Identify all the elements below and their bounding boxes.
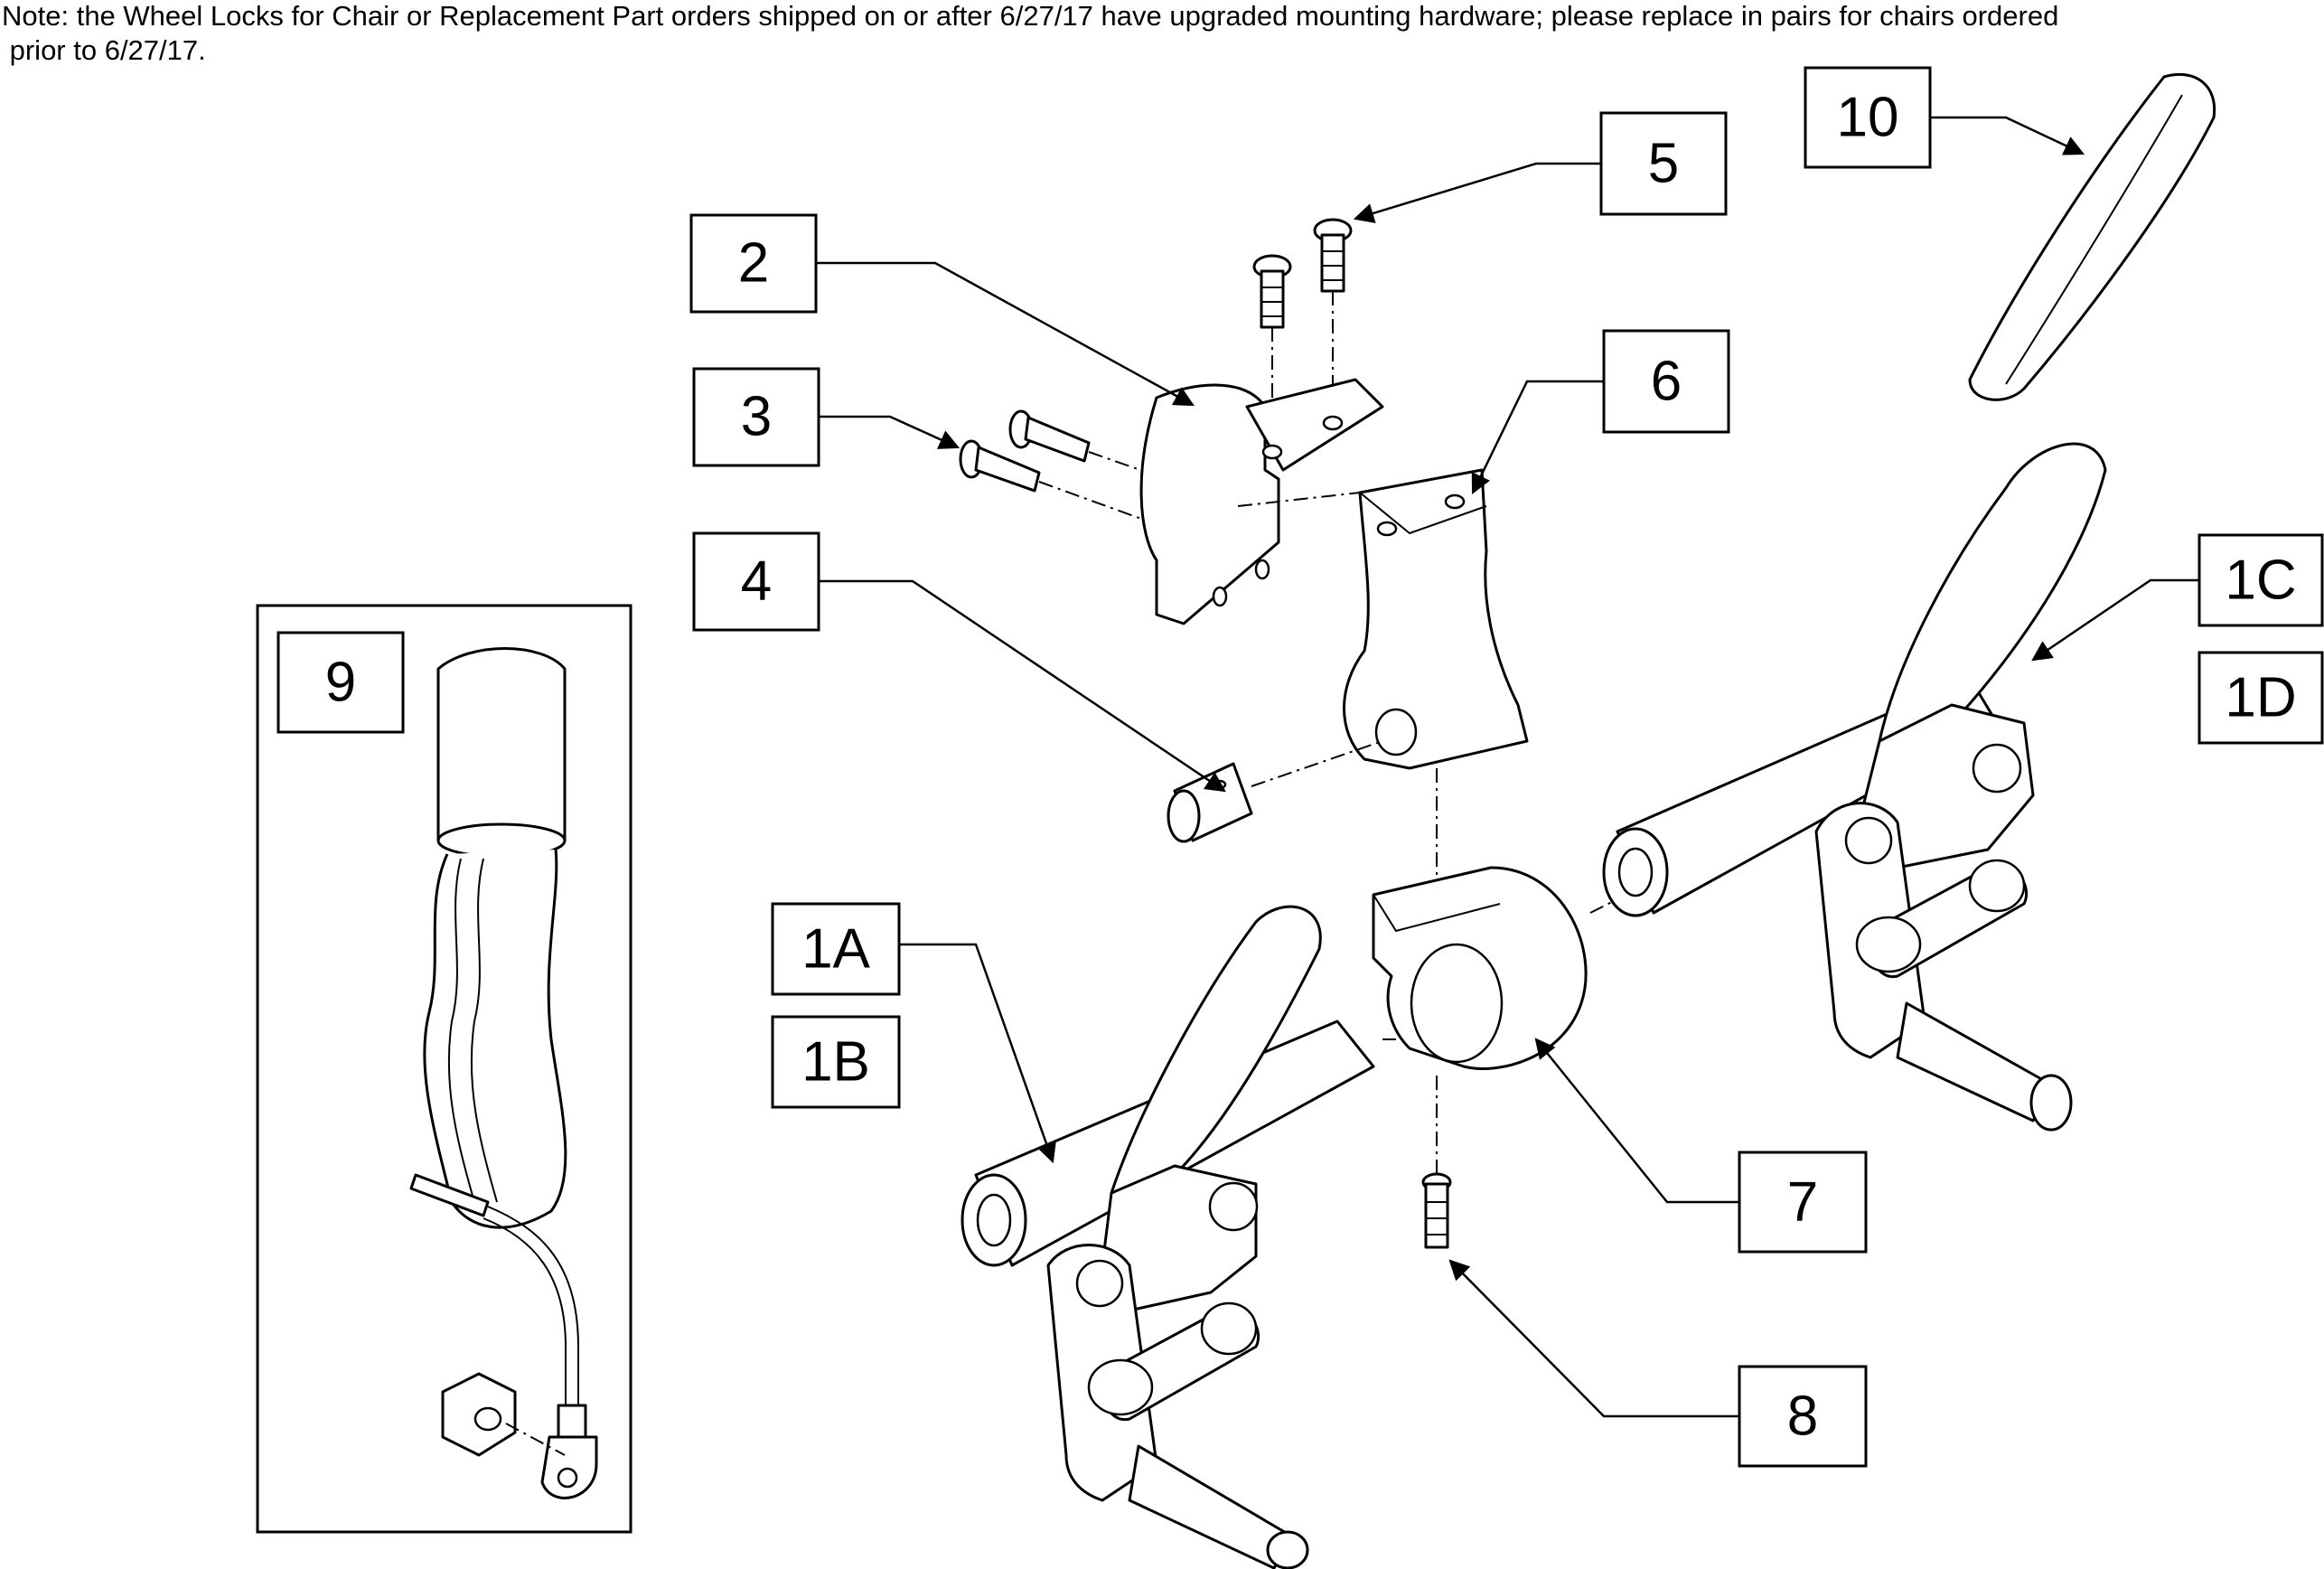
svg-text:1D: 1D [2225, 667, 2296, 729]
callout-1a: 1A [771, 902, 901, 996]
leader-8 [1448, 1259, 1739, 1418]
svg-text:1A: 1A [801, 918, 870, 981]
svg-text:1C: 1C [2225, 550, 2296, 612]
part-1c-1d-wheel-lock-right [1602, 442, 2107, 1132]
leader-10 [1930, 116, 2085, 155]
callout-8: 8 [1738, 1365, 1868, 1468]
leader-3 [819, 415, 961, 449]
part-2-upper-clamp [1139, 378, 1384, 625]
callout-1b: 1B [771, 1015, 901, 1109]
callout-2: 2 [689, 213, 818, 314]
leader-6 [1471, 380, 1604, 495]
callout-5: 5 [1599, 111, 1728, 216]
part-4-pin [1167, 762, 1253, 843]
svg-text:4: 4 [741, 550, 772, 613]
svg-text:3: 3 [741, 386, 772, 448]
part-6-lower-clamp [1343, 468, 1529, 770]
part-3-screws [959, 409, 1091, 493]
callout-3: 3 [692, 367, 820, 467]
svg-text:6: 6 [1651, 351, 1682, 413]
note-line-1: Note: the Wheel Locks for Chair or Repla… [2, 0, 2058, 32]
svg-text:8: 8 [1787, 1386, 1818, 1448]
leader-2 [816, 261, 1195, 407]
svg-text:1B: 1B [801, 1031, 870, 1094]
leader-4 [819, 579, 1226, 793]
svg-text:5: 5 [1648, 133, 1679, 195]
part-8-bolt [1421, 1172, 1452, 1249]
note-line-2: prior to 6/27/17. [2, 34, 206, 66]
callout-1c: 1C [2197, 533, 2324, 627]
leader-1a [899, 943, 1056, 1164]
callout-6: 6 [1602, 329, 1730, 434]
svg-text:9: 9 [325, 652, 356, 714]
leader-7 [1534, 1038, 1739, 1204]
callout-7: 7 [1738, 1151, 1868, 1254]
svg-text:7: 7 [1787, 1171, 1818, 1234]
callout-10: 10 [1804, 66, 1932, 169]
inset-panel-9 [256, 604, 633, 1534]
callout-1d: 1D [2197, 651, 2324, 745]
leader-5 [1353, 162, 1601, 223]
part-5-screws [1252, 218, 1353, 329]
svg-text:10: 10 [1837, 87, 1899, 149]
callout-9: 9 [276, 631, 405, 734]
svg-text:2: 2 [738, 232, 769, 295]
part-10-grip-cover [1968, 72, 2216, 401]
part-7-tube-clamp [1372, 866, 1588, 1070]
part-1a-1b-wheel-lock-left [961, 905, 1375, 1569]
leader-1c [2031, 578, 2199, 662]
callout-4: 4 [692, 531, 820, 632]
